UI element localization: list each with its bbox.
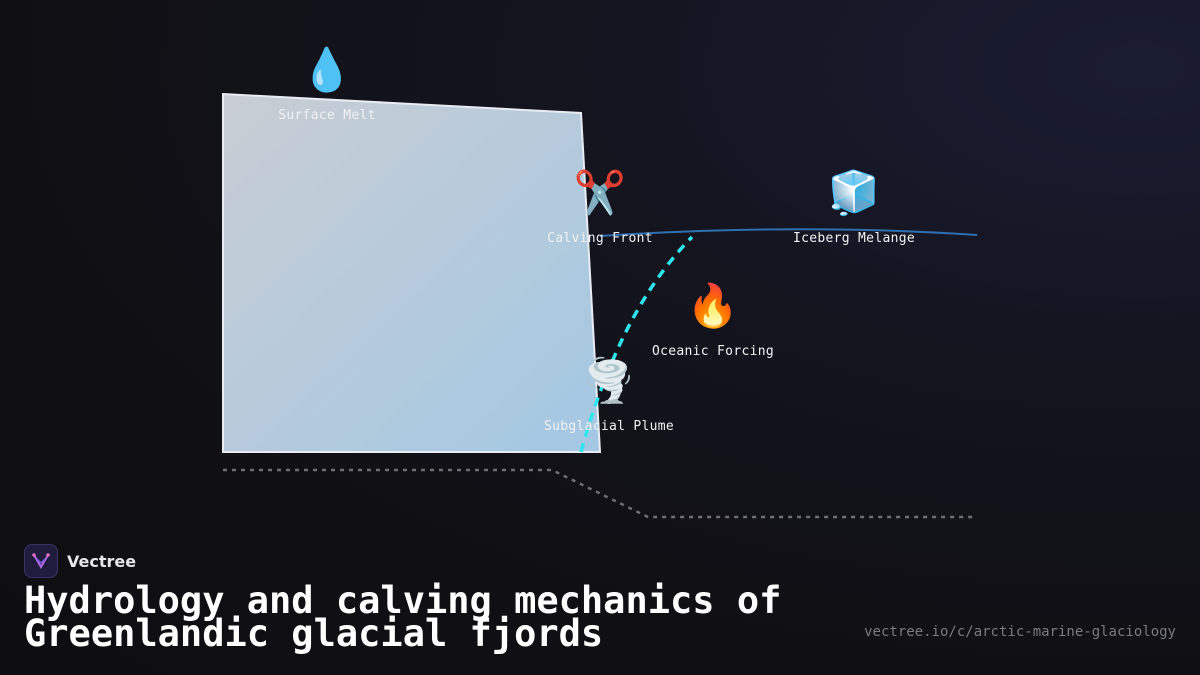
node-oceanic-forcing: 🔥 Oceanic Forcing: [652, 281, 774, 360]
node-subglacial-plume: 🌪️ Subglacial Plume: [543, 356, 675, 435]
surface-melt-label: Surface Melt: [278, 108, 376, 123]
node-calving-front: ✂️ Calving Front: [547, 168, 653, 247]
page-title: Hydrology and calving mechanics of Green…: [24, 579, 782, 655]
water-droplet-icon: 💧: [300, 45, 354, 94]
fjord-bedrock-line: [223, 468, 977, 519]
subglacial-plume-label: Subglacial Plume: [543, 419, 675, 434]
node-iceberg-melange: 🧊 Iceberg Melange: [793, 168, 915, 247]
source-url: vectree.io/c/arctic-marine-glaciology: [864, 624, 1176, 640]
calving-front-label: Calving Front: [547, 231, 653, 246]
ice-cube-icon: 🧊: [827, 168, 881, 217]
oceanic-forcing-label: Oceanic Forcing: [652, 344, 774, 359]
fire-icon: 🔥: [686, 281, 740, 330]
tornado-icon: 🌪️: [582, 356, 636, 405]
scissors-icon: ✂️: [573, 168, 627, 217]
iceberg-melange-label: Iceberg Melange: [793, 231, 915, 246]
brand-name: Vectree: [67, 551, 137, 571]
node-surface-melt: 💧 Surface Melt: [278, 45, 376, 124]
brand: Vectree: [24, 544, 136, 578]
glacier-body: [222, 92, 602, 453]
sea-surface-line: [599, 228, 978, 237]
subglacial-plume-path: [579, 235, 694, 453]
vectree-logo-icon: [24, 544, 58, 578]
